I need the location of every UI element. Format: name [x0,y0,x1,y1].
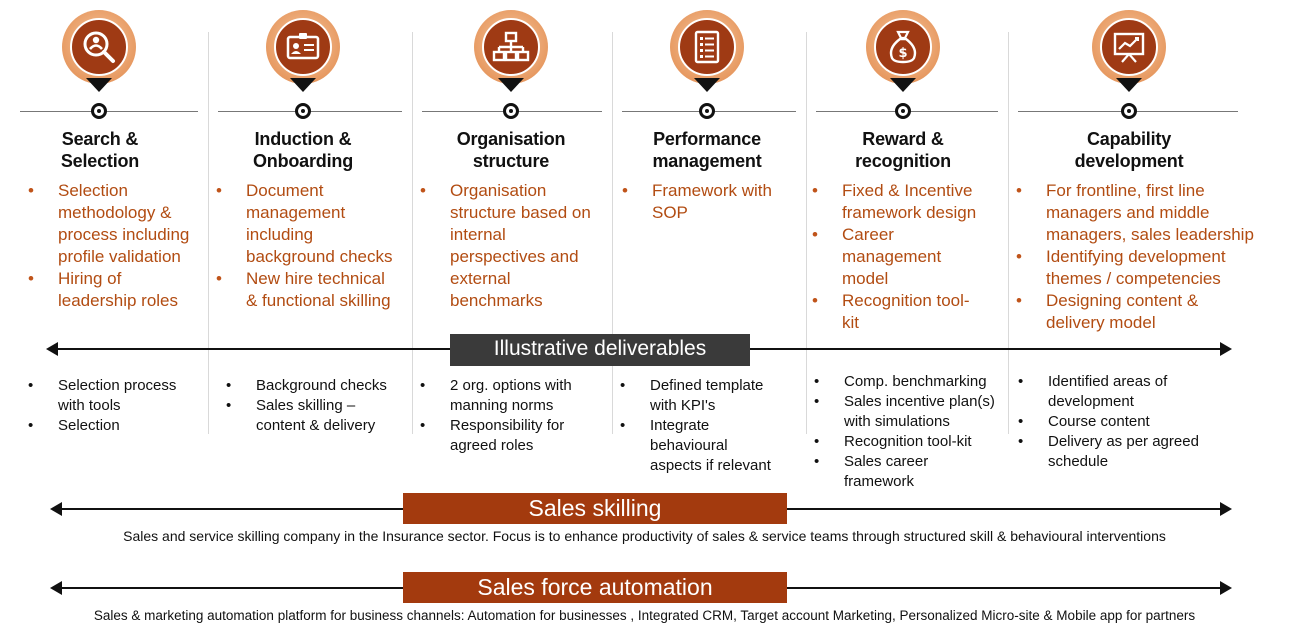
id-card-badge [266,10,340,92]
timeline-node [295,103,311,119]
deliverable-item: Selection [28,416,206,436]
sales-force-automation-banner: Sales force automation [403,572,787,603]
deliverables-banner: Illustrative deliverables [450,334,750,366]
column-title: Search &Selection [60,129,140,171]
deliverables-list: Background checks Sales skilling –conten… [226,376,412,436]
deliverable-item: Background checks [226,376,412,396]
deliverable-item: Sales incentive plan(s)with simulations [814,392,1008,432]
focus-item: Designing content &delivery model [1016,290,1286,334]
search-person-icon [83,31,115,63]
money-bag-icon: $ [889,30,917,64]
timeline-node [91,103,107,119]
timeline-node [503,103,519,119]
deliverables-list: Comp. benchmarking Sales incentive plan(… [814,372,1008,492]
deliverable-item: Sales skilling –content & delivery [226,396,412,436]
money-bag-badge: $ [866,10,940,92]
deliverable-item: Course content [1018,412,1258,432]
column-separator [208,32,209,434]
org-chart-icon [492,31,530,62]
sales-skilling-banner: Sales skilling [403,493,787,524]
column-separator [1008,32,1009,434]
checklist-document-icon [694,30,720,64]
presentation-badge [1092,10,1166,92]
timeline-node [1121,103,1137,119]
checklist-badge [670,10,744,92]
column-separator [806,32,807,434]
org-chart-badge [474,10,548,92]
sales-skilling-description: Sales and service skilling company in th… [123,528,1166,544]
search-person-badge [62,10,136,92]
svg-text:$: $ [898,46,907,61]
column-separator [612,32,613,434]
column-separator [412,32,413,434]
presentation-chart-icon [1113,32,1145,63]
timeline-node [895,103,911,119]
deliverable-item: Comp. benchmarking [814,372,1008,392]
column-title: Reward &recognition [855,129,951,171]
focus-item: Recognition tool-kit [812,290,1008,334]
column-title: Induction &Onboarding [253,129,353,171]
focus-item: New hire technical& functional skilling [216,268,412,312]
timeline-line [20,111,198,112]
id-card-icon [286,33,320,60]
deliverable-item: Recognition tool-kit [814,432,1008,452]
sales-force-automation-description: Sales & marketing automation platform fo… [93,608,1196,623]
timeline-node [699,103,715,119]
